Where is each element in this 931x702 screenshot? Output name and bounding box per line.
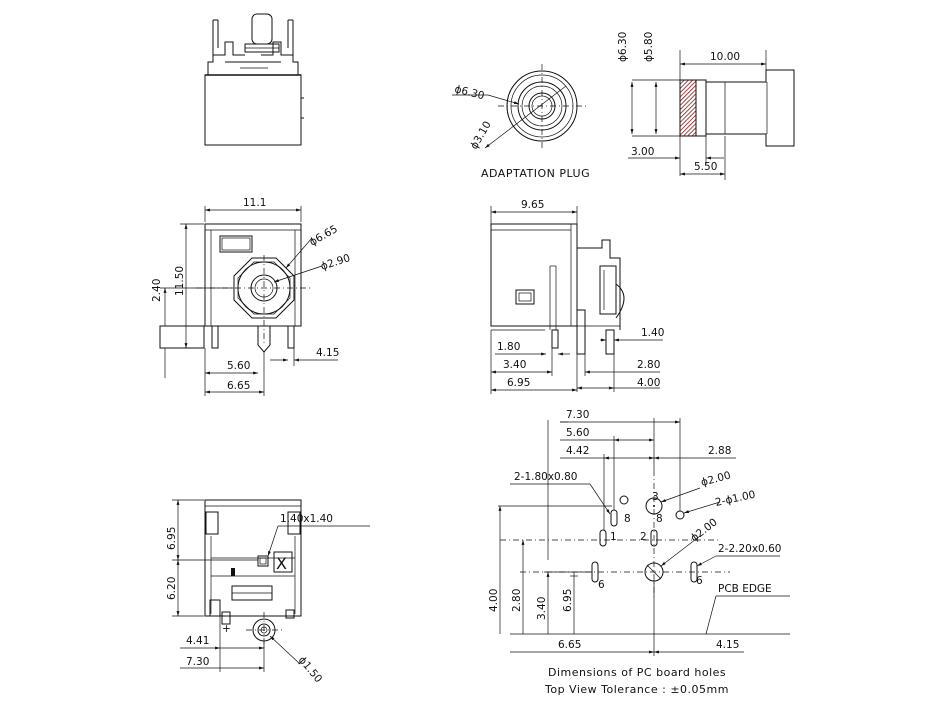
pcb-hole-small (675, 510, 685, 520)
plug-length-label: 10.00 (710, 51, 740, 63)
pcb-slot-a-label: 2-1.80x0.80 (514, 471, 577, 483)
front-width-label: 11.1 (243, 197, 266, 209)
elevation-view (204, 13, 304, 146)
front-view: 11.1 11.50 2.40 ϕ6.65 ϕ2.90 5.60 6.65 4.… (151, 197, 352, 396)
bottom-dia-label: ϕ1.50 (296, 654, 325, 685)
front-outer-dia-label: ϕ6.65 (308, 223, 340, 249)
pcb-h415-label: 4.15 (716, 639, 739, 651)
bottom-695-label: 6.95 (166, 527, 178, 550)
pcb-pin-8a: 8 (624, 513, 631, 525)
pcb-730-label: 7.30 (566, 409, 589, 421)
pcb-slot (690, 561, 698, 583)
pcb-hole-a-label: ϕ2.00 (700, 469, 732, 488)
adaptation-plug-view: ϕ6.30 ϕ3.10 ADAPTATION PLUG (452, 64, 590, 180)
pcb-560-label: 5.60 (566, 427, 589, 439)
plug-outer-dia-label: ϕ6.30 (453, 83, 485, 102)
pcb-pin-2: 2 (640, 531, 647, 543)
plug-inner-dia-label: ϕ3.10 (468, 119, 494, 151)
pcb-v695-label: 6.95 (562, 589, 574, 612)
plug-tip-a-label: 3.00 (631, 146, 654, 158)
pcb-288-label: 2.88 (708, 445, 731, 457)
pcb-pin-6a: 6 (598, 579, 605, 591)
side-400-label: 4.00 (637, 377, 660, 389)
pcb-442-label: 4.42 (566, 445, 589, 457)
pcb-title-line1: Dimensions of PC board holes (548, 666, 726, 679)
plug-tip-b-label: 5.50 (694, 161, 717, 173)
side-340-label: 3.40 (503, 359, 526, 371)
pcb-v280-label: 2.80 (511, 589, 523, 612)
pcb-title-line2: Top View Tolerance : ±0.05mm (544, 683, 729, 696)
bottom-620-label: 6.20 (166, 577, 178, 600)
pcb-hole-small (619, 495, 629, 505)
pcb-slot-b-label: 2-2.20x0.60 (718, 543, 781, 555)
pcb-pin-8b: 8 (656, 513, 663, 525)
bottom-730-label: 7.30 (186, 656, 209, 668)
side-180-label: 1.80 (497, 341, 520, 353)
plug-dia-a-label: ϕ6.30 (617, 32, 629, 62)
plug-side-view: ϕ6.30 ϕ5.80 10.00 3.00 5.50 (617, 32, 795, 180)
pcb-slot (610, 509, 618, 527)
bottom-x-mark: X (276, 554, 287, 573)
bottom-square-label: 1.40x1.40 (280, 513, 333, 525)
plug-dia-b-label: ϕ5.80 (643, 32, 655, 62)
pcb-v400-label: 4.00 (488, 589, 500, 612)
pcb-pin-1: 1 (610, 531, 617, 543)
front-center-height-label: 2.40 (151, 279, 163, 302)
pcb-pin-6b: 6 (696, 575, 703, 587)
pcb-slot (599, 529, 607, 547)
pcb-hole (645, 497, 663, 515)
pcb-hole-b-label: 2-ϕ1.00 (714, 489, 756, 509)
adaptation-plug-caption: ADAPTATION PLUG (481, 167, 590, 180)
side-view: 9.65 1.40 1.80 3.40 6.95 2.80 4.00 (490, 199, 664, 394)
side-depth-label: 9.65 (521, 199, 544, 211)
pcb-slot (650, 529, 658, 547)
front-height-label: 11.50 (174, 266, 186, 296)
side-695-label: 6.95 (507, 377, 530, 389)
pcb-edge-label: PCB EDGE (718, 583, 772, 595)
side-140-label: 1.40 (641, 327, 664, 339)
front-pin-right-label: 4.15 (316, 347, 339, 359)
pcb-v340-label: 3.40 (536, 597, 548, 620)
pcb-pin-3: 3 (652, 491, 659, 503)
pcb-layout: 3 1 2 8 8 6 6 7.30 5.60 4.42 2.88 2-1.80… (488, 409, 790, 696)
pcb-h665-label: 6.65 (558, 639, 581, 651)
front-pin-dia-label: ϕ2.90 (319, 252, 352, 273)
front-pin-total-label: 6.65 (227, 380, 250, 392)
bottom-view: X + 1.40x1.40 6.95 6.20 4.41 7.30 ϕ1.50 (166, 499, 370, 685)
bottom-pin-mark: + (222, 623, 231, 635)
front-pin-left-label: 5.60 (227, 360, 250, 372)
bottom-441-label: 4.41 (186, 635, 209, 647)
side-280-label: 2.80 (637, 359, 660, 371)
